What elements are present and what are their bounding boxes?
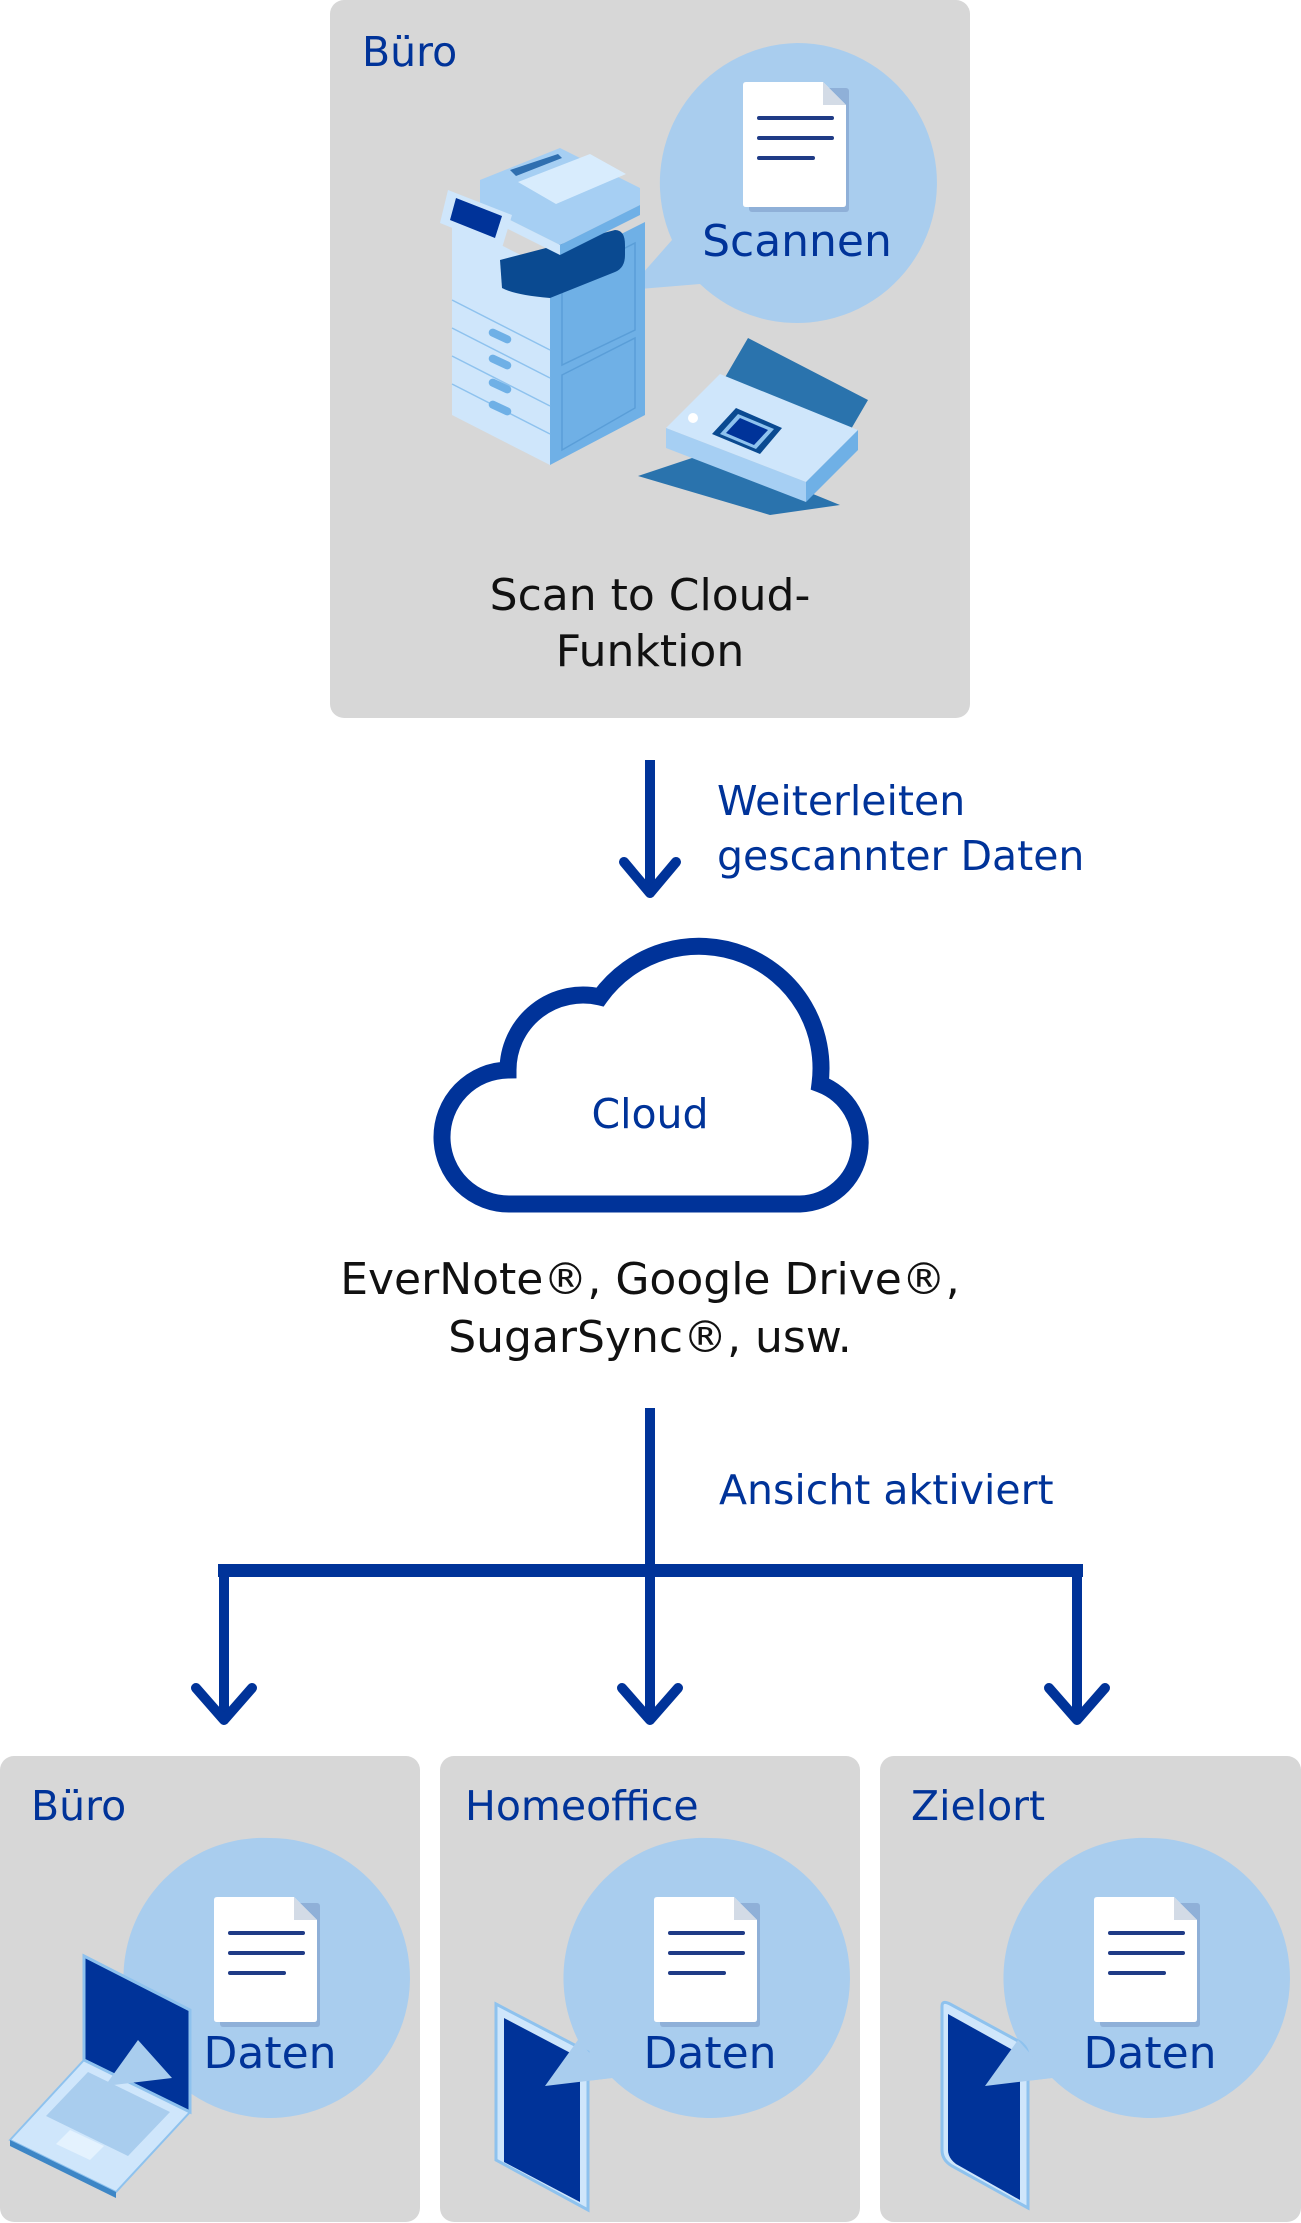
arrow-down-icon [1044, 1570, 1110, 1725]
tablet-icon [494, 1837, 850, 2213]
forward-label-line-1: Weiterleiten [717, 777, 966, 825]
document-icon [1094, 1897, 1200, 2027]
document-icon [654, 1897, 760, 2027]
arrow-down-icon [617, 1570, 683, 1725]
document-icon [214, 1897, 320, 2027]
destination-bubble-label: Daten [1083, 2028, 1217, 2079]
distribution-label: Ansicht aktiviert [719, 1466, 1054, 1514]
source-location-label: Büro [362, 28, 458, 76]
source-caption-line-2: Funktion [555, 626, 745, 677]
smartphone-icon [940, 1837, 1290, 2211]
cloud-services-line-2: SugarSync®, usw. [448, 1312, 852, 1363]
destination-location-label: Büro [31, 1782, 127, 1830]
document-icon [743, 82, 849, 212]
destination-location-label: Homeoffice [465, 1782, 699, 1830]
arrow-down-icon [191, 1570, 257, 1725]
cloud-services-line-1: EverNote®, Google Drive®, [340, 1254, 960, 1305]
forward-label-line-2: gescannter Daten [717, 832, 1085, 880]
destination-bubble-label: Daten [203, 2028, 337, 2079]
cloud-label: Cloud [591, 1090, 709, 1138]
destination-location-label: Zielort [911, 1782, 1046, 1830]
multifunction-printer-icon [440, 148, 645, 465]
document-scanner-icon [638, 338, 868, 515]
laptop-icon [8, 1837, 410, 2198]
source-bubble-label: Scannen [702, 216, 892, 267]
source-caption-line-1: Scan to Cloud- [489, 570, 811, 621]
destination-bubble-label: Daten [643, 2028, 777, 2079]
